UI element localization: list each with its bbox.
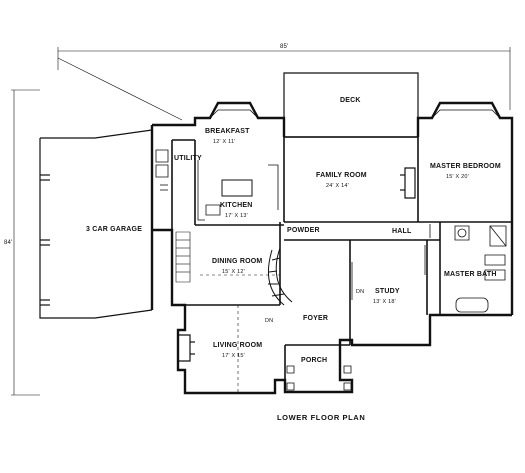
room-size-dining-room: 15' X 12' (222, 269, 245, 275)
room-size-living-room: 17' X 15' (222, 353, 245, 359)
room-name-porch: PORCH (301, 357, 328, 364)
overall-depth-dimension (11, 58, 182, 395)
room-name-powder: POWDER (287, 227, 320, 234)
room-name-master-bedroom: MASTER BEDROOM (430, 163, 501, 170)
room-name-study: STUDY (375, 288, 400, 295)
room-name-utility: UTILITY (174, 155, 202, 162)
room-name-living-room: LIVING ROOM (213, 342, 263, 349)
room-size-study: 13' X 18' (373, 299, 396, 305)
room-name-master-bath: MASTER BATH (444, 271, 497, 278)
fireplace-family (400, 168, 415, 198)
kitchen-island (222, 180, 252, 196)
study-details (352, 224, 430, 300)
fireplace-living (178, 335, 195, 361)
exterior-walls (152, 103, 512, 393)
deck-outline (284, 73, 418, 137)
overall-width-label: 85' (280, 44, 289, 50)
bay-windows (210, 110, 500, 118)
space-dividers (200, 275, 280, 393)
room-size-master-bedroom: 15' X 20' (446, 174, 469, 180)
room-name-breakfast: BREAKFAST (205, 128, 250, 135)
down-marker-study: DN (356, 289, 365, 295)
room-name-family-room: FAMILY ROOM (316, 172, 367, 179)
overall-width-dimension (58, 47, 510, 110)
room-size-breakfast: 12' X 11' (213, 139, 236, 145)
room-size-family-room: 24' X 14' (326, 183, 349, 189)
room-name-kitchen: KITCHEN (220, 202, 253, 209)
utility-fixtures (156, 150, 168, 190)
interior-walls (172, 137, 512, 380)
down-marker-foyer: DN (265, 318, 274, 324)
plan-title: LOWER FLOOR PLAN (277, 413, 366, 422)
master-bath-fixtures (455, 226, 506, 312)
utility-stair (176, 232, 190, 282)
foyer-curved-stair (268, 248, 292, 305)
room-name-garage: 3 CAR GARAGE (86, 226, 143, 233)
porch-columns (287, 366, 351, 390)
garage-outline (40, 130, 152, 318)
kitchen-counters (198, 160, 278, 220)
room-name-dining-room: DINING ROOM (212, 258, 263, 265)
room-name-foyer: FOYER (303, 315, 329, 322)
room-name-hall: HALL (392, 228, 412, 235)
room-name-deck: DECK (340, 97, 361, 104)
room-size-kitchen: 17' X 13' (225, 213, 248, 219)
overall-depth-label: 84' (4, 240, 13, 246)
